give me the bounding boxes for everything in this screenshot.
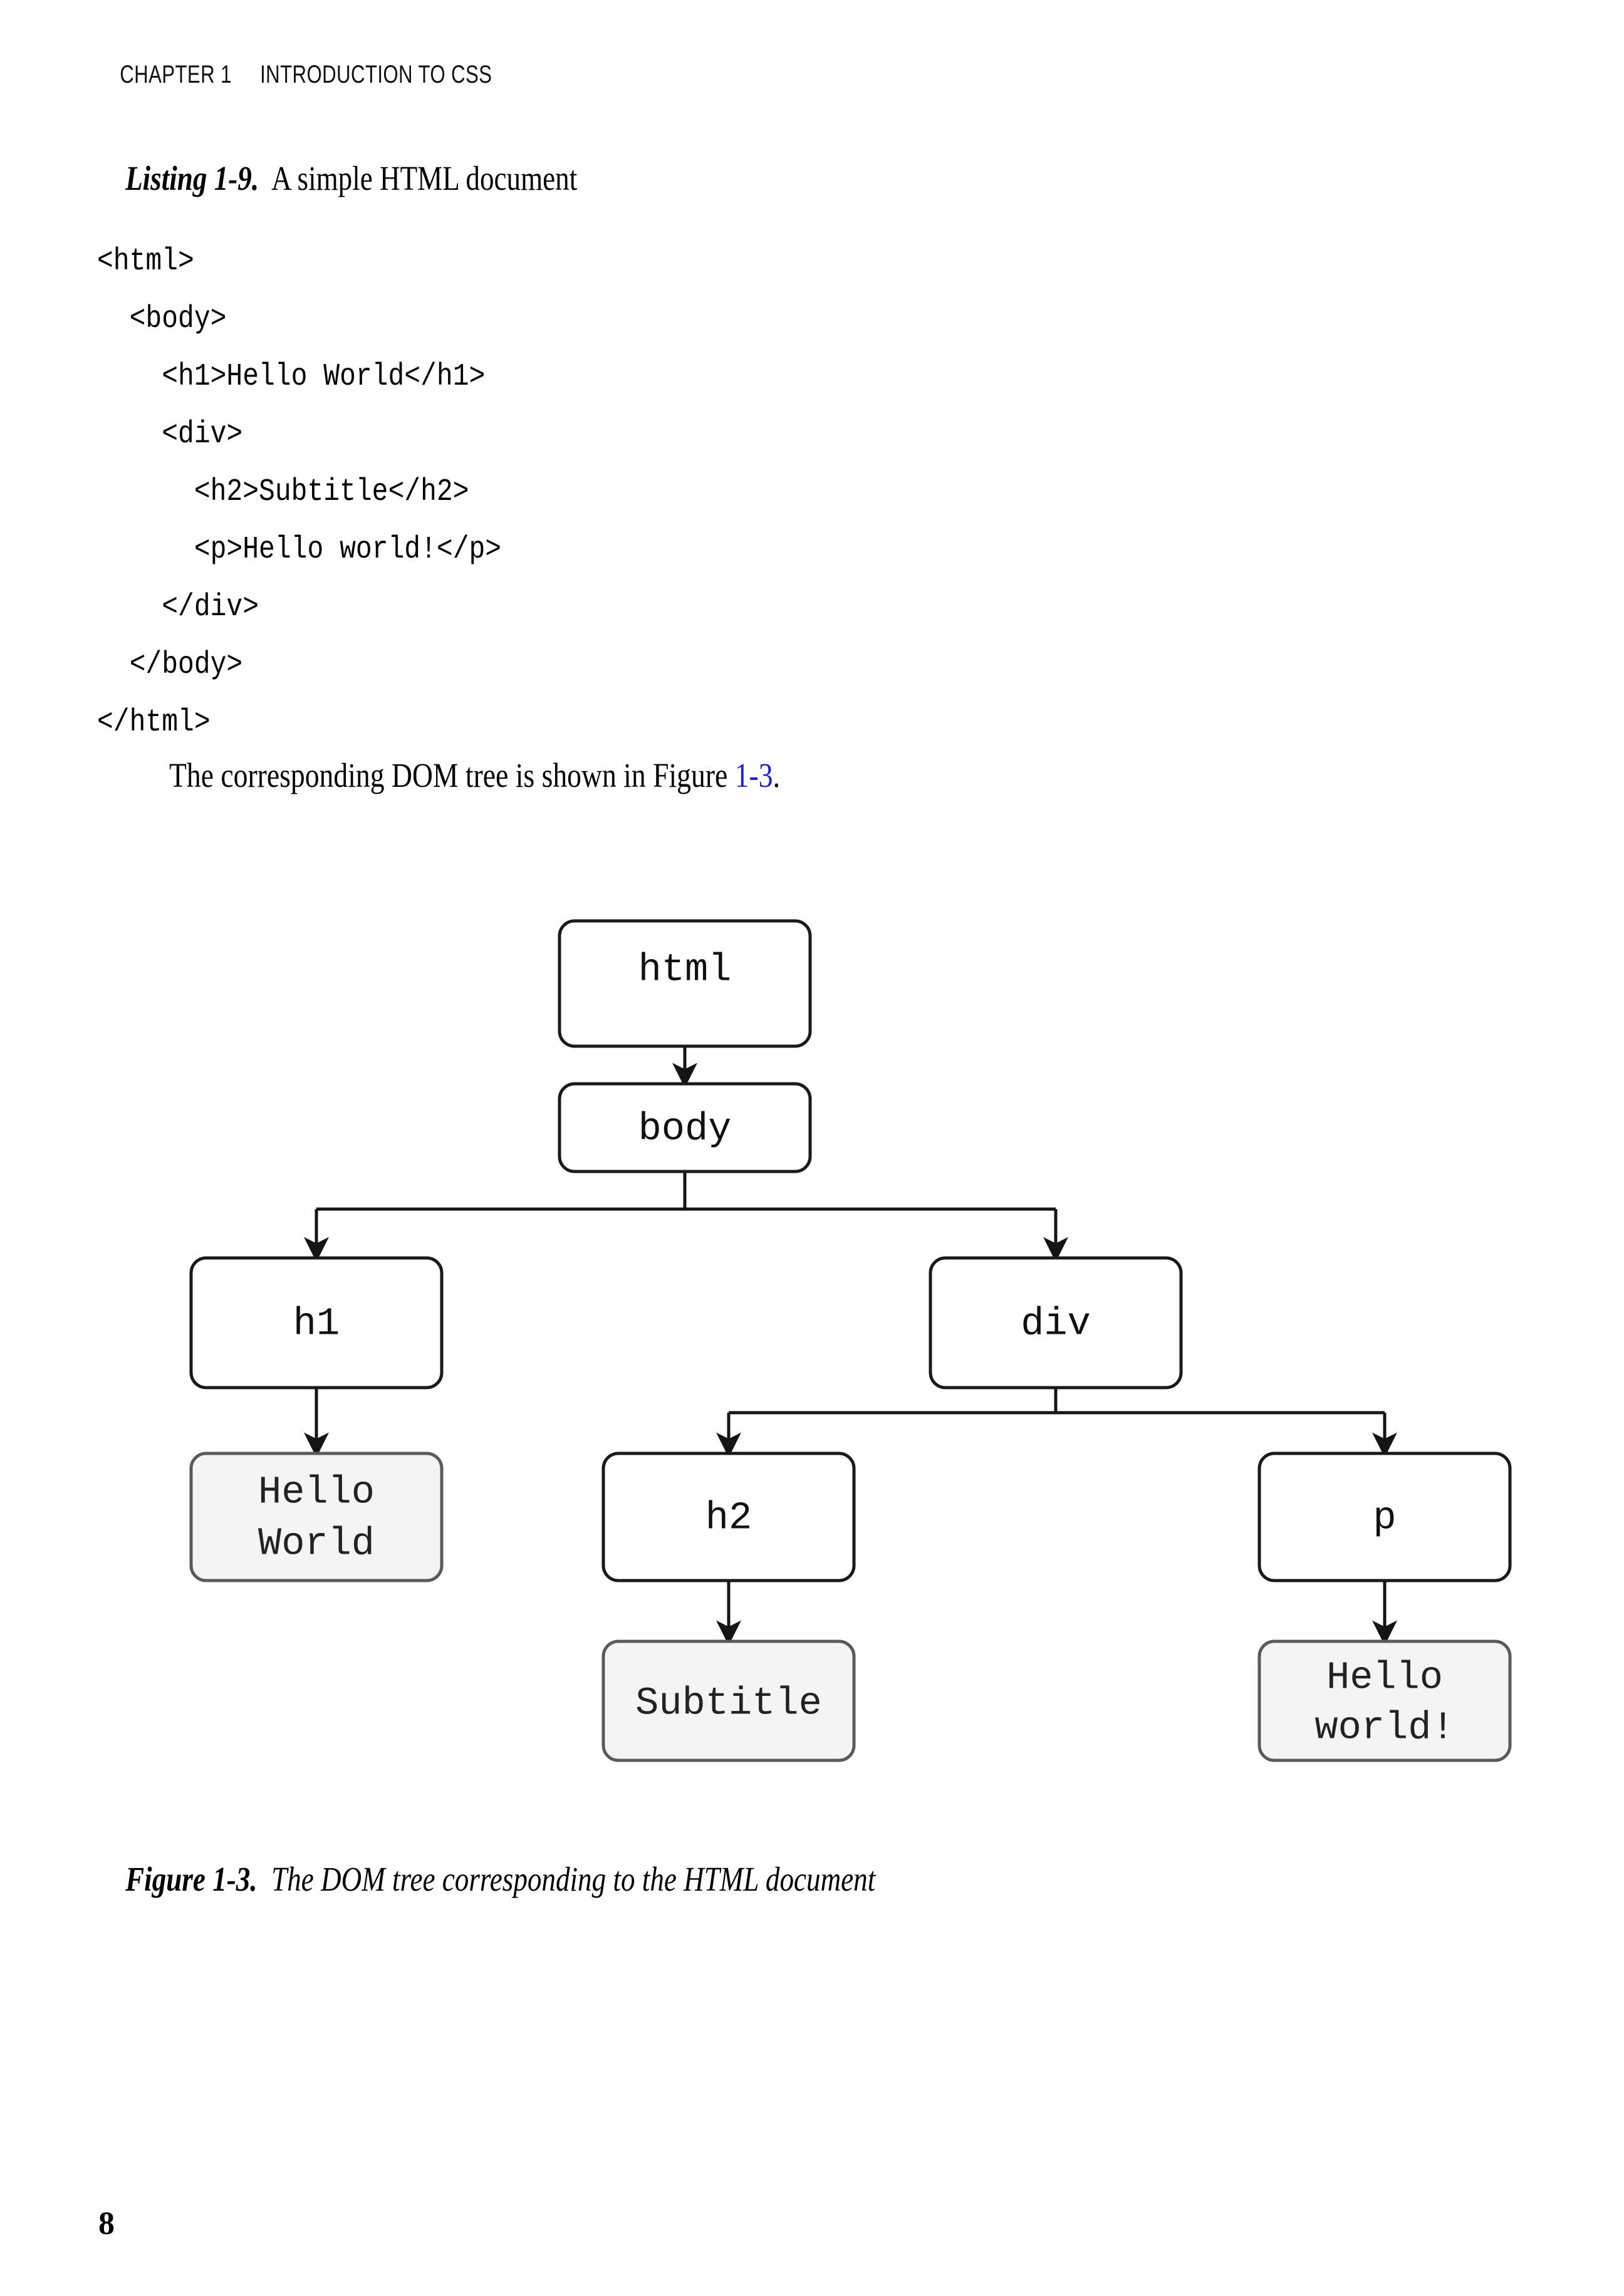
listing-description: A simple HTML document (271, 159, 578, 197)
figure-caption: Figure 1-3. The DOM tree corresponding t… (97, 1820, 875, 1938)
tree-connectors (304, 1046, 1397, 1646)
node-text-subtitle-label: Subtitle (635, 1681, 822, 1725)
node-text-hello-world-line1: Hello (258, 1470, 375, 1514)
figure-description: The DOM tree corresponding to the HTML d… (271, 1860, 876, 1898)
node-text-subtitle: Subtitle (601, 1639, 856, 1762)
text-nodes: Hello World Subtitle Hello world! (189, 1452, 1512, 1762)
running-head-title: INTRODUCTION TO CSS (260, 61, 492, 88)
node-h1: h1 (189, 1256, 444, 1390)
node-div-label: div (1021, 1301, 1091, 1346)
node-html: html (558, 919, 812, 1048)
dom-tree-figure: html body h1 div h2 (0, 833, 1624, 1785)
body-paragraph: The corresponding DOM tree is shown in F… (169, 756, 780, 795)
node-h2: h2 (601, 1452, 856, 1582)
node-p: p (1257, 1452, 1512, 1582)
page-number: 8 (98, 2206, 115, 2241)
node-text-hello-world-line2: World (258, 1521, 375, 1566)
node-body: body (558, 1082, 812, 1173)
listing-label: Listing 1-9. (125, 159, 259, 197)
node-h1-label: h1 (293, 1301, 340, 1346)
node-body-label: body (638, 1106, 732, 1151)
paragraph-text-before: The corresponding DOM tree is shown in F… (169, 756, 735, 794)
node-html-label: html (638, 947, 732, 992)
figure-label: Figure 1-3. (125, 1860, 258, 1898)
node-h2-label: h2 (705, 1495, 752, 1540)
node-text-hello-world-exclaim-line2: world! (1314, 1705, 1454, 1750)
node-div: div (929, 1256, 1183, 1390)
element-nodes: html body h1 div h2 (189, 919, 1512, 1582)
node-text-hello-world-exclaim-line1: Hello (1326, 1655, 1443, 1700)
code-listing: <html> <body> <h1>Hello World</h1> <div>… (97, 244, 502, 740)
node-text-hello-world: Hello World (189, 1452, 444, 1582)
figure-cross-reference-link[interactable]: 1-3 (734, 756, 773, 794)
running-head-chapter: CHAPTER 1 (120, 61, 232, 88)
listing-caption: Listing 1-9. A simple HTML document (97, 119, 577, 237)
running-head: CHAPTER 1 INTRODUCTION TO CSS (97, 33, 492, 117)
node-text-hello-world-exclaim: Hello world! (1257, 1639, 1512, 1762)
paragraph-text-after: . (773, 756, 780, 794)
node-p-label: p (1373, 1495, 1396, 1540)
